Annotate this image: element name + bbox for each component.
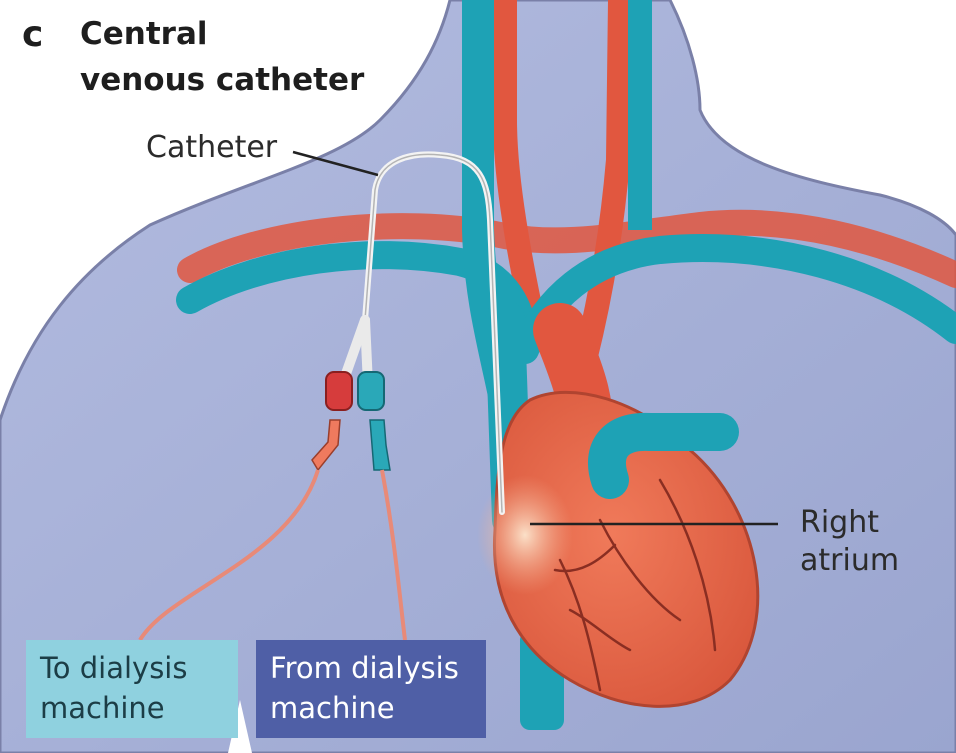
arterial-clamp bbox=[326, 372, 352, 410]
from-dialysis-box: From dialysis machine bbox=[256, 640, 486, 738]
to-dialysis-box: To dialysis machine bbox=[26, 640, 238, 738]
catheter-label: Catheter bbox=[146, 130, 277, 165]
panel-letter: c bbox=[22, 14, 43, 55]
to-dialysis-line2: machine bbox=[40, 688, 224, 728]
right-atrium-label-line2: atrium bbox=[800, 543, 899, 578]
venous-clamp bbox=[358, 372, 384, 410]
from-dialysis-line1: From dialysis bbox=[270, 648, 472, 688]
from-dialysis-line2: machine bbox=[270, 688, 472, 728]
panel-title-line1: Central bbox=[80, 16, 208, 52]
right-atrium bbox=[477, 475, 573, 595]
panel-title-line2: venous catheter bbox=[80, 62, 364, 98]
to-dialysis-line1: To dialysis bbox=[40, 648, 224, 688]
right-atrium-label-line1: Right bbox=[800, 505, 879, 540]
